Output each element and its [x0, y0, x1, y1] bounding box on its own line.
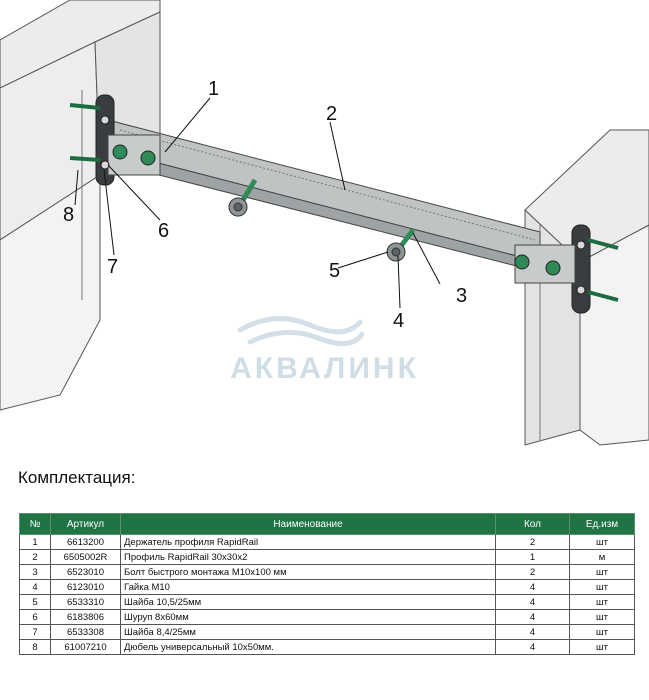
cell-number: 3	[19, 564, 51, 580]
table-header-row: № Артикул Наименование Кол Ед.изм	[19, 513, 635, 535]
assembly-diagram: 1 2 3 4 5 6 7 8	[0, 0, 649, 446]
cell-qty: 4	[495, 579, 570, 595]
cell-article: 6533308	[50, 624, 121, 640]
cell-name: Гайка М10	[120, 579, 496, 595]
cell-unit: шт	[569, 594, 635, 610]
cell-name: Шайба 10,5/25мм	[120, 594, 496, 610]
cell-qty: 4	[495, 624, 570, 640]
watermark-logo	[237, 316, 365, 347]
callout-7: 7	[107, 256, 118, 278]
cell-qty: 2	[495, 534, 570, 550]
cell-qty: 2	[495, 564, 570, 580]
cell-number: 2	[19, 549, 51, 565]
cell-name: Шуруп 8x60мм	[120, 609, 496, 625]
watermark-text: АКВАЛИНК	[230, 352, 419, 385]
left-wall	[0, 0, 161, 411]
left-holder	[95, 94, 161, 186]
right-dowels	[587, 238, 619, 302]
cell-unit: шт	[569, 609, 635, 625]
cell-name: Шайба 8,4/25мм	[120, 624, 496, 640]
cell-qty: 4	[495, 639, 570, 655]
cell-number: 6	[19, 609, 51, 625]
cell-article: 6183806	[50, 609, 121, 625]
table-row: 6 6183806 Шуруп 8x60мм 4 шт	[19, 609, 635, 625]
table-row: 3 6523010 Болт быстрого монтажа М10x100 …	[19, 564, 635, 580]
table-row: 5 6533310 Шайба 10,5/25мм 4 шт	[19, 594, 635, 610]
col-header-qty: Кол	[495, 513, 570, 535]
cell-article: 6523010	[50, 564, 121, 580]
cell-number: 7	[19, 624, 51, 640]
left-dowels	[69, 103, 101, 162]
col-header-name: Наименование	[120, 513, 496, 535]
bolt-right	[386, 228, 415, 262]
cell-name: Профиль RapidRail 30x30x2	[120, 549, 496, 565]
cell-unit: шт	[569, 639, 635, 655]
cell-number: 8	[19, 639, 51, 655]
cell-article: 6505002R	[50, 549, 121, 565]
callout-3: 3	[456, 285, 467, 307]
table-row: 1 6613200 Держатель профиля RapidRail 2 …	[19, 534, 635, 550]
cell-unit: шт	[569, 579, 635, 595]
right-holder	[514, 224, 591, 314]
table-row: 8 61007210 Дюбель универсальный 10x50мм.…	[19, 639, 635, 655]
callout-4: 4	[393, 310, 404, 332]
table-row: 7 6533308 Шайба 8,4/25мм 4 шт	[19, 624, 635, 640]
callout-5: 5	[329, 260, 340, 282]
cell-number: 4	[19, 579, 51, 595]
cell-article: 61007210	[50, 639, 121, 655]
cell-unit: шт	[569, 624, 635, 640]
cell-article: 6123010	[50, 579, 121, 595]
bolt-left	[228, 178, 258, 217]
callout-2: 2	[326, 103, 337, 125]
table-row: 4 6123010 Гайка М10 4 шт	[19, 579, 635, 595]
cell-qty: 4	[495, 609, 570, 625]
callout-1: 1	[208, 78, 219, 100]
cell-article: 6533310	[50, 594, 121, 610]
cell-article: 6613200	[50, 534, 121, 550]
components-table: № Артикул Наименование Кол Ед.изм 1 6613…	[19, 513, 635, 655]
cell-name: Держатель профиля RapidRail	[120, 534, 496, 550]
cell-unit: м	[569, 549, 635, 565]
leader-lines	[74, 97, 441, 309]
col-header-article: Артикул	[50, 513, 121, 535]
cell-unit: шт	[569, 534, 635, 550]
col-header-number: №	[19, 513, 51, 535]
table-row: 2 6505002R Профиль RapidRail 30x30x2 1 м	[19, 549, 635, 565]
cell-number: 5	[19, 594, 51, 610]
cell-number: 1	[19, 534, 51, 550]
section-title: Комплектация:	[18, 468, 136, 487]
cell-unit: шт	[569, 564, 635, 580]
col-header-unit: Ед.изм	[569, 513, 635, 535]
cell-qty: 4	[495, 594, 570, 610]
cell-qty: 1	[495, 549, 570, 565]
cell-name: Болт быстрого монтажа М10x100 мм	[120, 564, 496, 580]
cell-name: Дюбель универсальный 10x50мм.	[120, 639, 496, 655]
callout-8: 8	[63, 204, 74, 226]
callout-6: 6	[158, 220, 169, 242]
